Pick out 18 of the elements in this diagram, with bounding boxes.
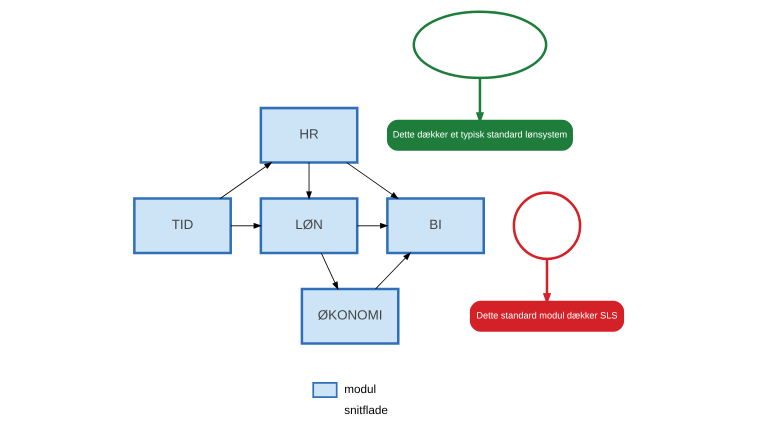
legend-label: modul bbox=[344, 383, 376, 396]
arrow bbox=[230, 222, 262, 229]
node-box: Dette dækker et typisk standard lønsystem bbox=[386, 120, 573, 151]
arrow bbox=[320, 252, 338, 290]
node-circle bbox=[512, 191, 582, 260]
arrow bbox=[306, 162, 312, 200]
arrow bbox=[220, 162, 272, 199]
arrow bbox=[356, 222, 388, 229]
node-box: Dette standard modul dækker SLS bbox=[470, 300, 624, 332]
node-box: HR bbox=[260, 106, 358, 164]
node-ellipse bbox=[412, 10, 548, 80]
node-box: LØN bbox=[260, 197, 358, 254]
node-box: BI bbox=[386, 197, 485, 254]
node-box: ØKONOMI bbox=[300, 288, 400, 345]
legend-label: snitflade bbox=[344, 404, 388, 418]
arrow bbox=[375, 252, 412, 290]
node-box: TID bbox=[133, 197, 232, 254]
arrow bbox=[346, 162, 399, 200]
